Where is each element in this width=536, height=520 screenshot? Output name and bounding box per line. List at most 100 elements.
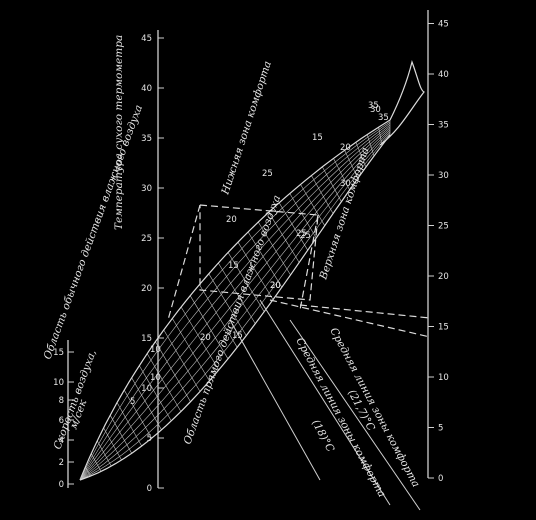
comfort-zone-outline bbox=[199, 204, 319, 301]
mesh-label: 20 bbox=[226, 215, 237, 225]
comfort-lower-label: Верхняя зона комфорта bbox=[317, 146, 371, 282]
left-axis-tick-label: 5 bbox=[147, 434, 152, 444]
mesh-label: 25 bbox=[296, 229, 307, 239]
mesh-end-loop bbox=[379, 59, 425, 146]
speed-axis-tick-label: 15 bbox=[53, 348, 64, 358]
mesh-line bbox=[268, 212, 300, 263]
speed-axis-tick-label: 0 bbox=[59, 480, 64, 490]
right-axis-tick-label: 30 bbox=[438, 171, 449, 181]
mesh-line bbox=[90, 453, 102, 472]
mesh-line bbox=[300, 184, 325, 226]
mesh-line bbox=[237, 242, 274, 300]
mesh-line bbox=[85, 466, 91, 477]
mesh-line bbox=[96, 440, 112, 467]
mesh-curve bbox=[79, 133, 391, 481]
mesh-line bbox=[199, 284, 238, 348]
mesh-label: 35 bbox=[368, 101, 379, 111]
region-left-label: Область обычного действия влажного возду… bbox=[42, 103, 146, 361]
right-axis-tick-label: 10 bbox=[438, 373, 449, 383]
left-axis-tick-label: 30 bbox=[141, 184, 152, 194]
right-axis-tick-label: 0 bbox=[438, 474, 443, 484]
mesh-line bbox=[180, 306, 220, 371]
mesh-line bbox=[227, 252, 265, 312]
speed-axis-tick-label: 8 bbox=[59, 396, 64, 406]
mesh-label: 20 bbox=[270, 281, 281, 291]
mesh-curve bbox=[79, 119, 391, 481]
mesh-line bbox=[366, 134, 375, 157]
mesh-line bbox=[103, 427, 122, 461]
right-axis-tick-label: 15 bbox=[438, 323, 449, 333]
mesh-label: 20 bbox=[270, 281, 281, 291]
mesh-line bbox=[311, 175, 334, 214]
min-comfort-value: (18)°С bbox=[309, 418, 336, 454]
mesh-line bbox=[278, 202, 308, 251]
guide-lower-right bbox=[269, 299, 431, 338]
mesh-line bbox=[247, 231, 283, 288]
mesh-label: 15 bbox=[232, 331, 243, 341]
mesh-curve bbox=[79, 131, 391, 481]
mesh-line bbox=[155, 341, 191, 402]
mesh-label: 25 bbox=[300, 231, 311, 241]
right-axis-tick-label: 45 bbox=[438, 20, 449, 30]
mesh-curve bbox=[79, 126, 391, 481]
speed-axis-tick-label: 6 bbox=[59, 416, 64, 426]
dry-thermometer-label: Температура сухого термометра bbox=[113, 35, 125, 230]
region-line bbox=[229, 319, 321, 481]
mesh-line bbox=[189, 295, 229, 359]
mean-comfort-line bbox=[259, 299, 391, 506]
speed-axis-tick-label: 4 bbox=[59, 436, 64, 446]
mesh-line bbox=[124, 390, 152, 439]
mesh-label: 10 bbox=[150, 345, 161, 355]
mesh-label: 15 bbox=[228, 261, 239, 271]
region-bottom-label: Область прямого действия влажного воздух… bbox=[182, 194, 284, 446]
left-axis-tick-label: 15 bbox=[141, 334, 152, 344]
min-comfort-line bbox=[289, 319, 421, 511]
comfort-diagonal-2 bbox=[299, 214, 319, 311]
mesh-curve bbox=[79, 134, 391, 481]
left-axis-tick-label: 0 bbox=[147, 484, 152, 494]
mesh-line bbox=[333, 158, 350, 191]
mesh-curve bbox=[79, 124, 391, 481]
mesh-label: 20 bbox=[340, 143, 351, 153]
mesh-line bbox=[116, 402, 142, 447]
speed-axis-tick-label: 10 bbox=[53, 378, 64, 388]
mesh-label: 35 bbox=[378, 113, 389, 123]
left-axis-tick-label: 40 bbox=[141, 84, 152, 94]
left-axis-tick-label: 45 bbox=[141, 34, 152, 44]
mesh-line bbox=[258, 221, 291, 276]
mesh-label: 30 bbox=[370, 105, 381, 115]
mesh-line bbox=[146, 353, 182, 412]
left-axis-tick-label: 25 bbox=[141, 234, 152, 244]
speed-axis-tick-label: 2 bbox=[59, 458, 64, 468]
right-axis-tick-label: 20 bbox=[438, 272, 449, 282]
mesh-curve bbox=[79, 123, 391, 481]
right-axis-tick-label: 40 bbox=[438, 70, 449, 80]
mesh-line bbox=[131, 377, 162, 430]
mesh-curve bbox=[79, 129, 391, 481]
mesh-curve bbox=[79, 121, 391, 481]
mesh-line bbox=[355, 142, 367, 168]
mesh-label: 15 bbox=[312, 133, 323, 143]
right-axis-tick-label: 5 bbox=[438, 424, 443, 434]
mesh-line bbox=[344, 150, 359, 179]
mesh-label: 5 bbox=[130, 397, 135, 407]
mesh-line bbox=[208, 273, 247, 336]
effective-temperature-mesh bbox=[79, 59, 425, 481]
left-axis-tick-label: 35 bbox=[141, 134, 152, 144]
mesh-label: 20 bbox=[200, 333, 211, 343]
mesh-line bbox=[172, 318, 210, 382]
comfort-diagonal bbox=[167, 204, 201, 321]
mesh-label: 10 bbox=[150, 373, 161, 383]
mesh-line bbox=[163, 329, 201, 392]
mesh-line bbox=[289, 193, 317, 239]
mesh-line bbox=[109, 415, 132, 454]
right-axis-tick-label: 25 bbox=[438, 222, 449, 232]
mesh-curve bbox=[79, 128, 391, 481]
left-axis-tick-label: 20 bbox=[141, 284, 152, 294]
speed-axis-ticks: 0 2 4 6 8 10 15 bbox=[53, 348, 74, 490]
mesh-line bbox=[322, 166, 342, 202]
mesh-line bbox=[139, 365, 172, 422]
